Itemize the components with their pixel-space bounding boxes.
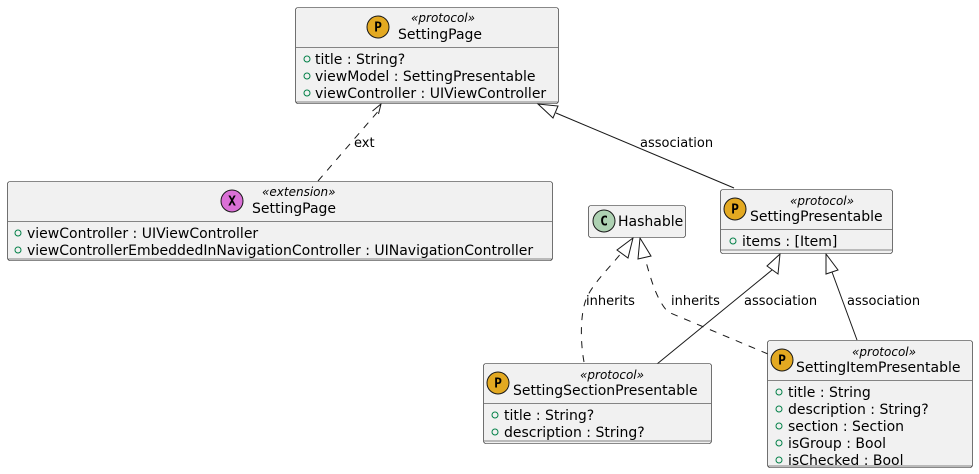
protocol-badge-icon bbox=[486, 371, 510, 395]
member: description : String? bbox=[788, 402, 929, 418]
public-visibility-icon bbox=[303, 55, 311, 63]
member: viewController : UIViewController bbox=[27, 226, 258, 242]
protocol-badge-icon bbox=[366, 15, 390, 39]
svg-text:P: P bbox=[374, 21, 382, 36]
public-visibility-icon bbox=[775, 388, 783, 396]
node-setting-item-presentable[interactable]: P «protocol» SettingItemPresentable titl… bbox=[767, 340, 973, 470]
node-hashable[interactable]: C Hashable bbox=[588, 205, 686, 238]
public-visibility-icon bbox=[14, 229, 22, 237]
edge-item-hashable: inherits bbox=[637, 236, 769, 355]
edge-ext-label: ext bbox=[354, 136, 375, 151]
member: title : String bbox=[788, 385, 871, 401]
class-badge-icon bbox=[592, 209, 616, 233]
edge-item-presentable-label: association bbox=[847, 294, 920, 309]
node-stereotype: «protocol» bbox=[411, 11, 475, 25]
member: title : String? bbox=[504, 408, 594, 424]
node-stereotype: «extension» bbox=[262, 185, 336, 199]
public-visibility-icon bbox=[775, 405, 783, 413]
node-setting-page-extension[interactable]: X «extension» SettingPage viewController… bbox=[7, 181, 553, 261]
node-setting-presentable[interactable]: P «protocol» SettingPresentable items : … bbox=[720, 189, 893, 254]
node-title: SettingPage bbox=[398, 27, 482, 43]
node-stereotype: «protocol» bbox=[580, 368, 644, 382]
protocol-badge-icon bbox=[723, 197, 747, 221]
member: isGroup : Bool bbox=[788, 436, 886, 452]
edge-item-presentable: association bbox=[825, 252, 920, 341]
public-visibility-icon bbox=[775, 456, 783, 464]
member: section : Section bbox=[788, 419, 904, 435]
node-title: SettingItemPresentable bbox=[796, 360, 961, 376]
svg-text:P: P bbox=[494, 377, 502, 392]
node-stereotype: «protocol» bbox=[852, 345, 916, 359]
edge-section-hashable: inherits bbox=[580, 236, 635, 363]
edge-ext: ext bbox=[317, 102, 382, 182]
edge-section-presentable-label: association bbox=[744, 294, 817, 309]
node-title: SettingPage bbox=[252, 201, 336, 217]
member: viewController : UIViewController bbox=[315, 86, 546, 102]
edge-item-hashable-label: inherits bbox=[671, 294, 720, 309]
node-stereotype: «protocol» bbox=[790, 194, 854, 208]
protocol-badge-icon bbox=[770, 348, 794, 372]
node-setting-page[interactable]: P «protocol» SettingPage title : String?… bbox=[295, 7, 559, 104]
extension-badge-icon bbox=[220, 189, 244, 213]
member: viewModel : SettingPresentable bbox=[315, 69, 536, 85]
member: title : String? bbox=[315, 52, 405, 68]
public-visibility-icon bbox=[775, 439, 783, 447]
public-visibility-icon bbox=[491, 428, 499, 436]
public-visibility-icon bbox=[14, 246, 22, 254]
edge-section-hashable-label: inherits bbox=[586, 294, 635, 309]
node-title: Hashable bbox=[618, 214, 683, 230]
edge-page-presentable-label: association bbox=[640, 136, 713, 151]
node-title: SettingSectionPresentable bbox=[513, 383, 698, 399]
member: description : String? bbox=[504, 425, 645, 441]
svg-text:C: C bbox=[600, 215, 608, 230]
public-visibility-icon bbox=[303, 72, 311, 80]
member: isChecked : Bool bbox=[788, 453, 904, 469]
member: viewControllerEmbeddedInNavigationContro… bbox=[27, 243, 533, 259]
svg-text:X: X bbox=[228, 195, 236, 210]
edge-section-presentable: association bbox=[656, 252, 817, 365]
node-title: SettingPresentable bbox=[750, 209, 883, 225]
member: items : [Item] bbox=[742, 234, 837, 250]
public-visibility-icon bbox=[491, 411, 499, 419]
svg-text:P: P bbox=[778, 354, 786, 369]
node-setting-section-presentable[interactable]: P «protocol» SettingSectionPresentable t… bbox=[483, 363, 712, 444]
public-visibility-icon bbox=[303, 89, 311, 97]
edge-page-presentable: association bbox=[536, 103, 735, 189]
public-visibility-icon bbox=[775, 422, 783, 430]
public-visibility-icon bbox=[729, 237, 737, 245]
svg-text:P: P bbox=[731, 203, 739, 218]
